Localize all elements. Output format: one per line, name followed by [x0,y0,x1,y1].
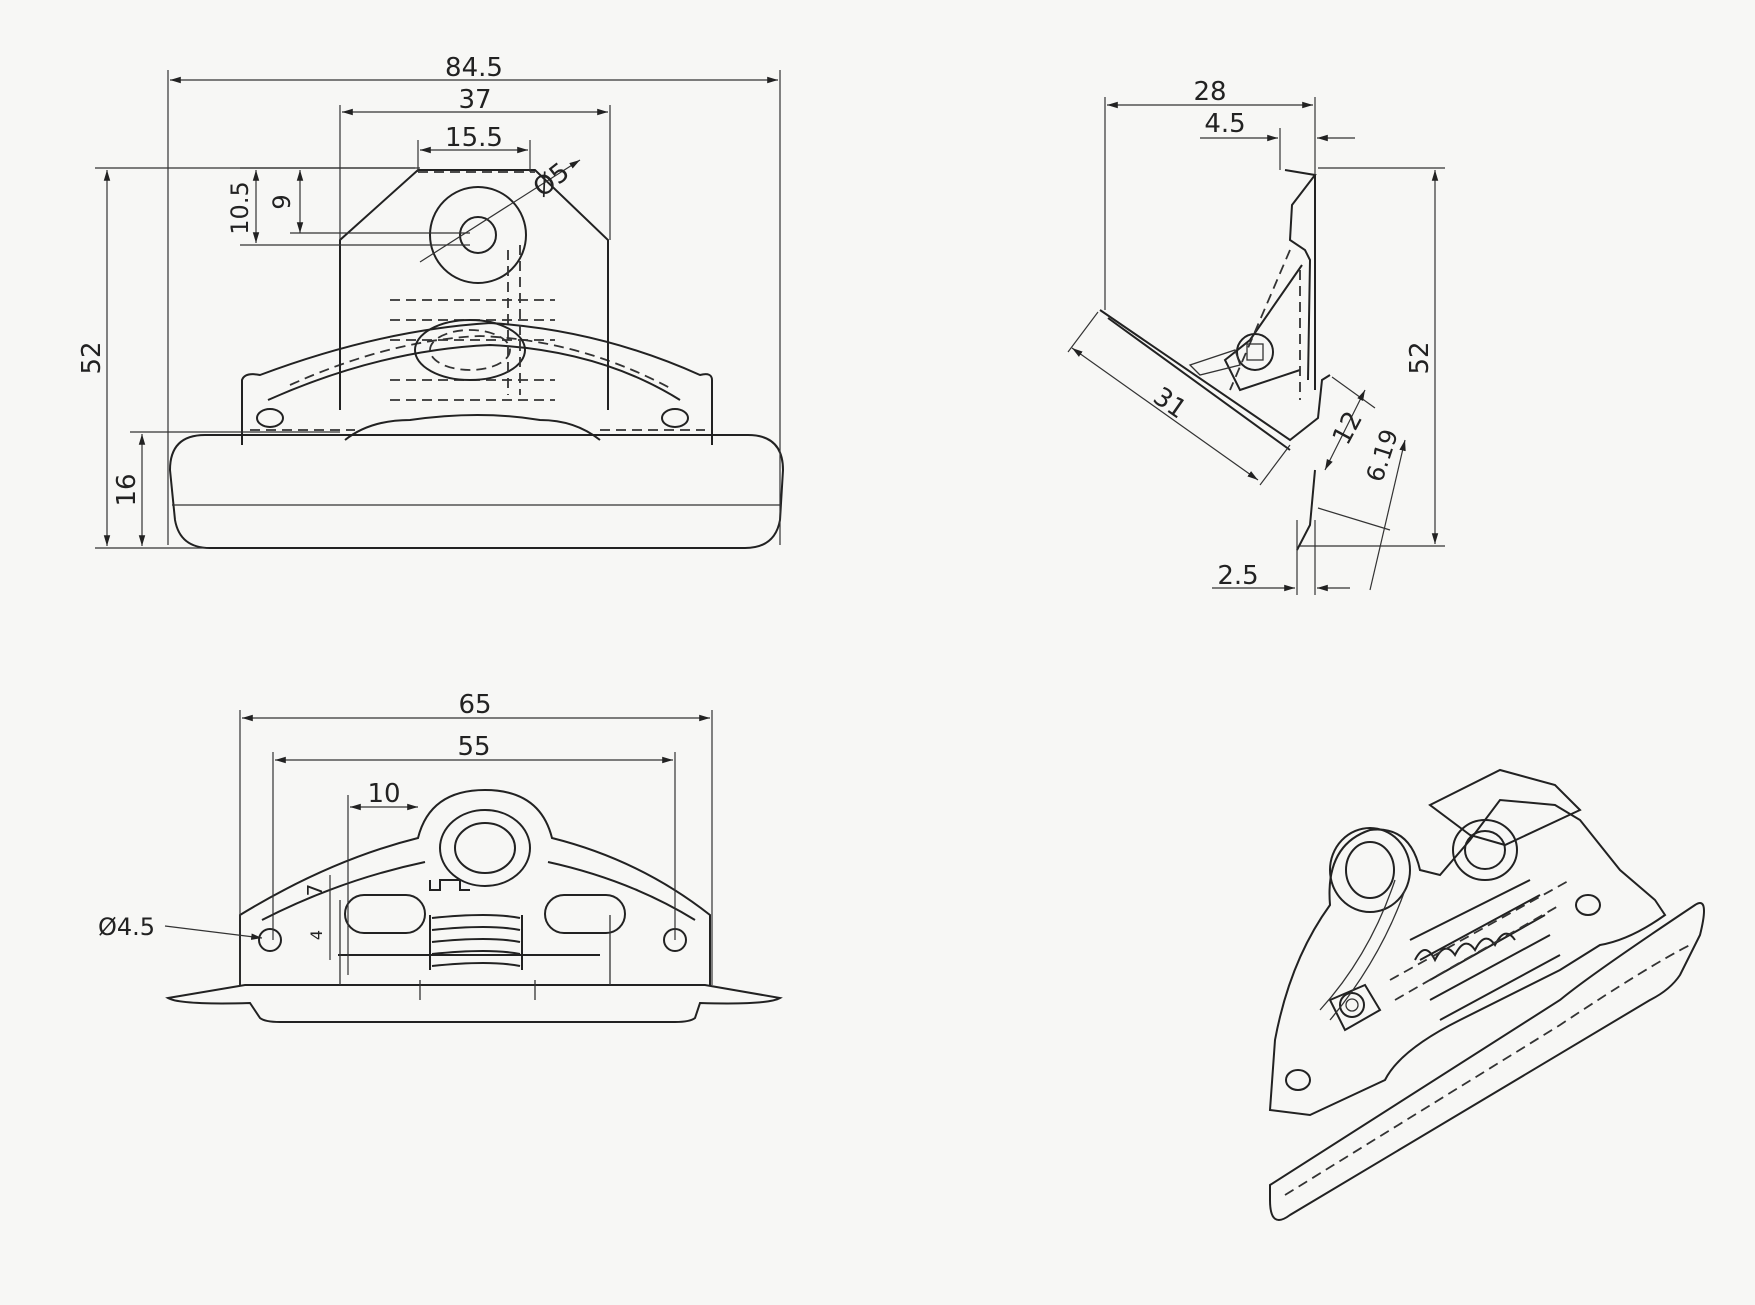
dim-side-foot-label: 2.5 [1217,561,1258,591]
front-base-plate [168,434,785,549]
side-jaw [1099,309,1331,442]
dim-side-jaw-length-label: 31 [1147,382,1191,426]
front-mount-hole [459,216,497,254]
front-mount-hole-ring [429,186,527,284]
dim-front-base-height-label: 16 [112,473,142,506]
dim-side-lip: 4.5 [1200,109,1355,170]
side-pivot [1236,333,1274,371]
dim-bottom-small: 7 4 [303,875,331,960]
dim-side-lip-label: 4.5 [1204,109,1245,139]
dim-front-hole-height-outer-label: 10.5 [226,181,254,234]
iso-base-plate [1269,902,1705,1221]
iso-arch-body [1268,798,1667,1117]
bottom-pivot-ring [439,809,531,887]
dim-bottom-hole-diameter: Ø4.5 [98,913,263,941]
dim-side-depth: 28 [1104,77,1316,310]
dim-bottom-slot-offset: 10 [347,779,418,975]
iso-hole-right [1575,894,1601,916]
dim-front-hole-heights: 10.5 9 [226,167,470,246]
dim-bottom-small-2-label: 4 [307,930,326,940]
iso-hole-ring-left [1329,827,1411,913]
dim-side-tip-label: 6.19 [1361,426,1404,485]
front-arch-arms [241,321,713,445]
front-mount-plate [339,169,609,410]
dim-front-overall-width: 84.5 [167,53,781,545]
bottom-spring [338,879,611,1000]
bottom-base-plate [165,984,783,1023]
dim-bottom-hole-spacing-label: 55 [457,732,490,762]
bottom-slot-left [344,894,426,934]
bottom-arch [239,788,711,985]
dim-front-overall-height-label: 52 [77,341,107,374]
iso-pivot-nut [1328,983,1382,1032]
dim-side-height: 52 [1300,167,1445,547]
dim-side-foot: 2.5 [1212,520,1350,595]
dim-front-mount-width-label: 37 [458,85,491,115]
dim-front-top-width: 15.5 [417,123,531,172]
dim-bottom-overall-width: 65 [239,690,713,985]
dim-side-depth-label: 28 [1193,77,1226,107]
bottom-slot-right [544,894,626,934]
iso-hole-ring-right [1452,819,1518,881]
iso-hole-left [1285,1069,1311,1091]
front-view: 84.5 37 15.5 Ø5 10.5 9 [77,53,785,549]
dim-side-jaw-length: 31 [1067,311,1291,486]
iso-spring [1389,879,1571,1021]
dim-front-hole-diameter-label: Ø5 [528,157,576,203]
isometric-view [1268,768,1705,1221]
bottom-hole-left [258,928,282,952]
dim-side-tip: 6.19 [1317,426,1406,591]
iso-top-plate [1428,768,1582,847]
dim-front-base-height: 16 [112,431,340,546]
dim-front-top-width-label: 15.5 [445,123,503,153]
bottom-view: 65 55 10 7 4 Ø4.5 [98,690,783,1023]
dim-bottom-overall-width-label: 65 [458,690,491,720]
front-spring-ribs [390,245,555,401]
dim-bottom-slot-offset-label: 10 [367,779,400,809]
dim-side-height-label: 52 [1405,341,1435,374]
dim-front-hole-height-inner-label: 9 [268,194,296,209]
dim-side-jaw-offset-label: 12 [1327,407,1369,450]
dim-front-overall-width-label: 84.5 [445,53,503,83]
dim-bottom-small-1-label: 7 [303,884,327,897]
dim-bottom-hole-spacing: 55 [272,732,676,940]
side-view: 28 4.5 52 31 12 [1067,77,1445,595]
dim-front-overall-height: 52 [77,167,415,549]
dim-front-mount-width: 37 [339,85,611,240]
dim-bottom-hole-diameter-label: Ø4.5 [98,913,155,941]
